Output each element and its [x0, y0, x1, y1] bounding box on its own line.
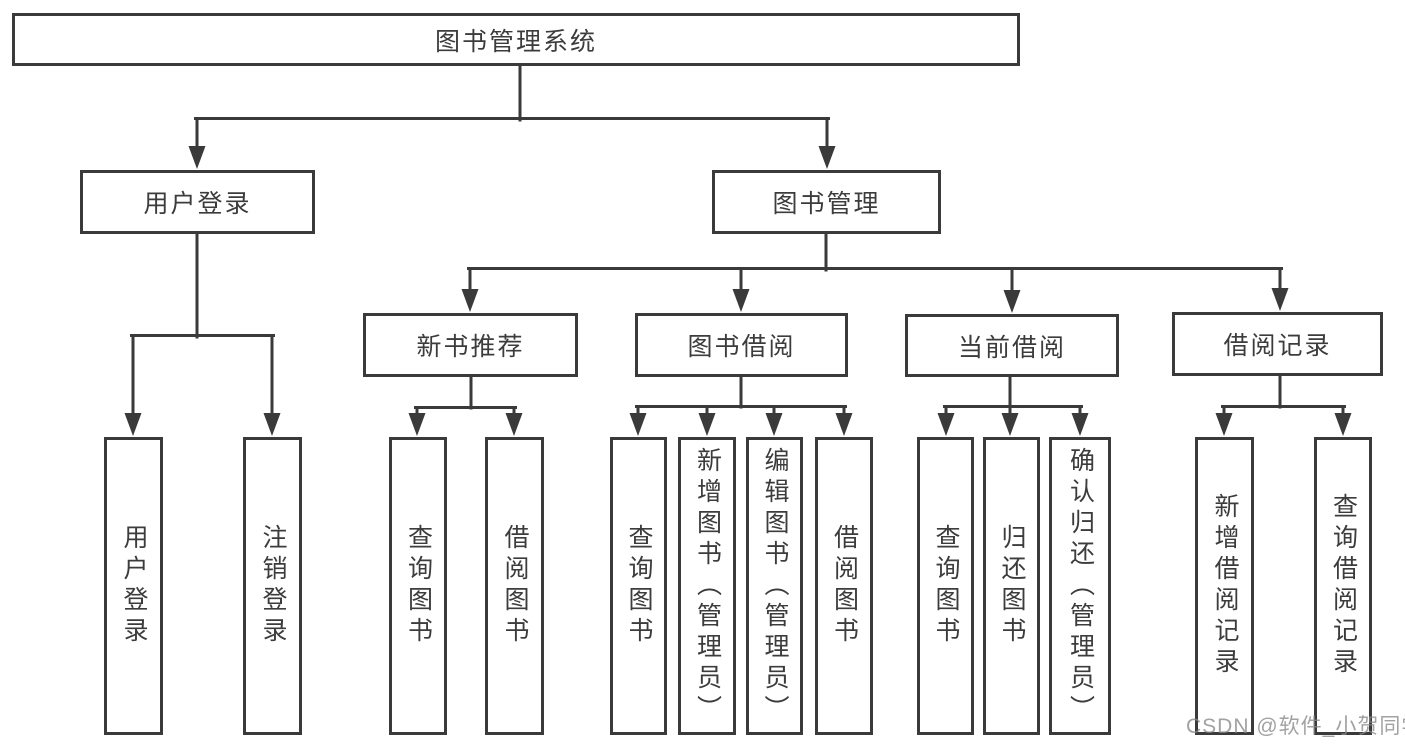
csdn-watermark: CSDN @软件_小贺同学 [1186, 715, 1405, 738]
node-user-login: 用户登录 [80, 170, 315, 234]
leaf-current-query-book-label: 查询图书 [932, 524, 960, 648]
leaf-current-query-book: 查询图书 [917, 437, 974, 735]
node-book-mgmt: 图书管理 [712, 170, 941, 234]
leaf-rec-query-book-label: 查询图书 [404, 524, 433, 648]
leaf-records-query-label: 查询借阅记录 [1329, 493, 1358, 679]
leaf-rec-borrow-book: 借阅图书 [485, 437, 544, 735]
leaf-logout-label: 注销登录 [259, 524, 287, 648]
node-root-label: 图书管理系统 [434, 27, 597, 56]
leaf-borrow-edit-book: 编辑图书（管理员） [746, 437, 803, 735]
leaf-records-query: 查询借阅记录 [1314, 437, 1372, 735]
node-borrow-records-label: 借阅记录 [1223, 332, 1332, 360]
node-current-borrow-label: 当前借阅 [957, 333, 1066, 362]
node-book-borrow: 图书借阅 [635, 313, 848, 377]
leaf-borrow-query-book-label: 查询图书 [625, 524, 653, 648]
leaf-borrow-borrow-book-label: 借阅图书 [830, 524, 859, 648]
node-user-login-label: 用户登录 [143, 190, 252, 218]
leaf-current-confirm-return-label: 确认归还（管理员） [1066, 446, 1095, 726]
leaf-borrow-add-book: 新增图书（管理员） [678, 437, 736, 735]
connector-login-split [130, 232, 275, 422]
leaf-records-add-label: 新增借阅记录 [1211, 493, 1239, 679]
connector-rec-split [414, 375, 517, 422]
leaf-logout: 注销登录 [243, 437, 302, 735]
leaf-rec-query-book: 查询图书 [389, 437, 447, 735]
leaf-borrow-add-book-label: 新增图书（管理员） [693, 446, 722, 726]
connector-mgmt-split [467, 232, 1283, 298]
leaf-current-confirm-return: 确认归还（管理员） [1049, 437, 1111, 735]
leaf-current-return-book-label: 归还图书 [998, 524, 1026, 648]
leaf-borrow-query-book: 查询图书 [610, 437, 667, 735]
leaf-user-login: 用户登录 [104, 437, 163, 735]
leaf-user-login-label: 用户登录 [120, 524, 148, 648]
connector-borrow-split [635, 375, 847, 422]
node-book-mgmt-label: 图书管理 [772, 190, 881, 218]
leaf-rec-borrow-book-label: 借阅图书 [501, 524, 529, 648]
node-book-borrow-label: 图书借阅 [687, 333, 796, 361]
leaf-borrow-edit-book-label: 编辑图书（管理员） [761, 446, 789, 726]
leaf-current-return-book: 归还图书 [983, 437, 1040, 735]
node-new-book-rec-label: 新书推荐 [416, 333, 525, 361]
node-root: 图书管理系统 [12, 13, 1020, 66]
node-current-borrow: 当前借阅 [905, 314, 1119, 377]
leaf-records-add: 新增借阅记录 [1195, 437, 1254, 735]
leaf-borrow-borrow-book: 借阅图书 [815, 437, 873, 735]
node-borrow-records: 借阅记录 [1172, 312, 1383, 376]
connector-root-split [194, 64, 830, 152]
connector-records-split [1221, 374, 1346, 422]
node-new-book-rec: 新书推荐 [363, 313, 578, 377]
